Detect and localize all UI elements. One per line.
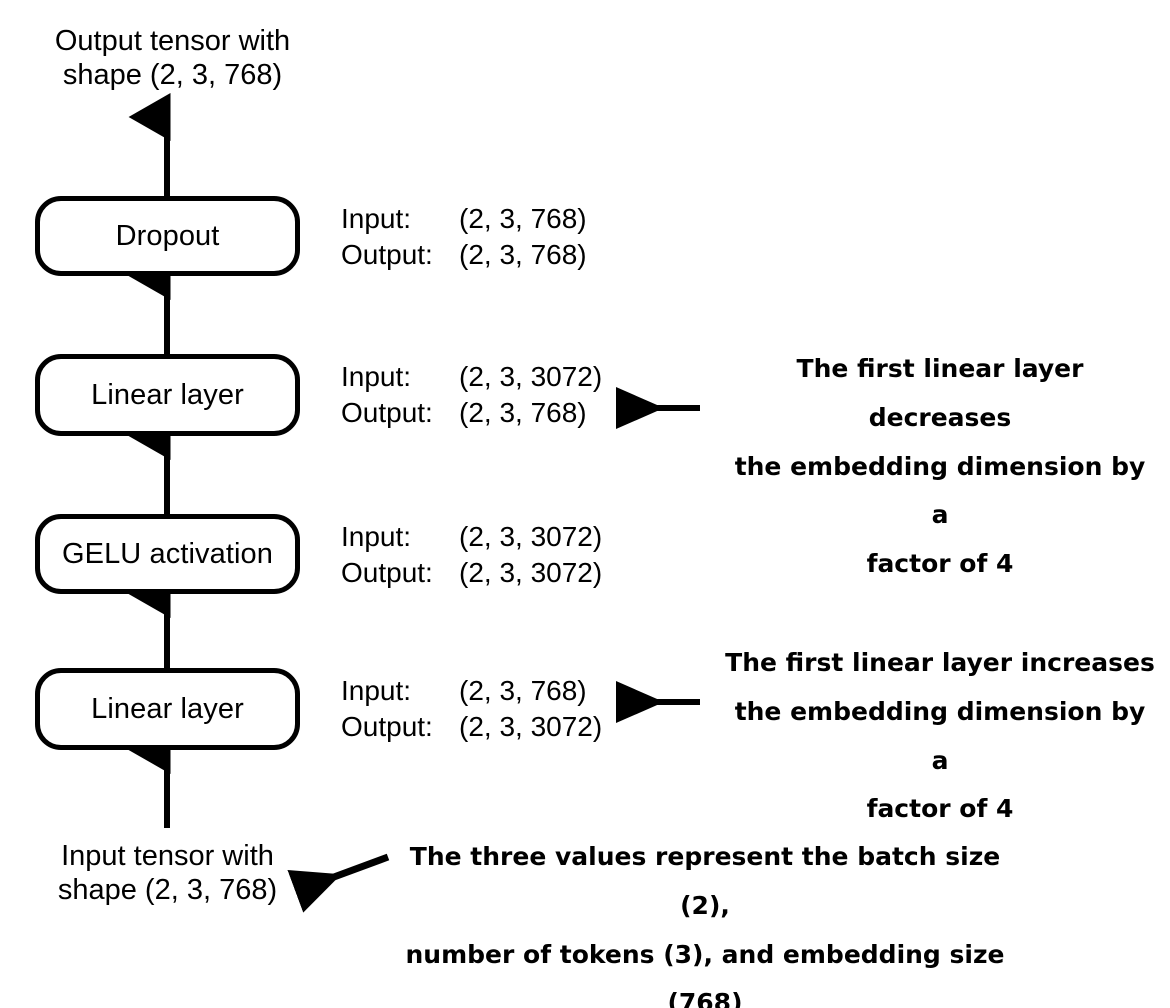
io-shapes-gelu-activation: Input: (2, 3, 3072) Output: (2, 3, 3072)	[341, 519, 602, 591]
io-shapes-linear-layer-top: Input: (2, 3, 3072) Output: (2, 3, 768)	[341, 359, 602, 431]
io-row-output: Output: (2, 3, 3072)	[341, 555, 602, 591]
input-tensor-label: Input tensor with shape (2, 3, 768)	[57, 840, 278, 906]
io-output-value: (2, 3, 3072)	[459, 556, 603, 588]
io-input-value: (2, 3, 3072)	[459, 521, 603, 552]
io-output-value: (2, 3, 768)	[459, 396, 587, 428]
io-input-value: (2, 3, 768)	[459, 203, 587, 234]
io-row-output: Output: (2, 3, 768)	[341, 237, 587, 273]
io-output-value: (2, 3, 3072)	[459, 710, 603, 742]
io-output-key: Output:	[341, 556, 433, 588]
output-tensor-label: Output tensor with shape (2, 3, 768)	[54, 25, 291, 91]
node-dropout-label: Dropout	[115, 219, 220, 252]
callout-increase-embedding: The first linear layer increases the emb…	[725, 648, 1155, 824]
io-row-output: Output: (2, 3, 768)	[341, 395, 602, 431]
io-row-output: Output: (2, 3, 3072)	[341, 709, 602, 745]
io-output-key: Output:	[341, 396, 433, 428]
io-row-input: Input: (2, 3, 3072)	[341, 359, 602, 395]
io-output-key: Output:	[341, 238, 433, 270]
node-linear-layer-bottom-label: Linear layer	[91, 692, 244, 725]
node-linear-layer-top-label: Linear layer	[91, 378, 244, 411]
node-linear-layer-top[interactable]: Linear layer	[35, 354, 300, 436]
io-input-key: Input:	[341, 361, 412, 392]
io-input-value: (2, 3, 3072)	[459, 361, 603, 392]
node-gelu-activation-label: GELU activation	[61, 537, 274, 570]
io-shapes-linear-layer-bottom: Input: (2, 3, 768) Output: (2, 3, 3072)	[341, 673, 602, 745]
callout-three-values: The three values represent the batch siz…	[405, 842, 1005, 1008]
arrow-callout-three-values	[287, 853, 390, 913]
callout-decrease-embedding: The first linear layer decreases the emb…	[734, 354, 1146, 578]
io-input-key: Input:	[341, 675, 412, 706]
node-dropout[interactable]: Dropout	[35, 196, 300, 276]
io-input-key: Input:	[341, 521, 412, 552]
io-input-key: Input:	[341, 203, 412, 234]
io-row-input: Input: (2, 3, 768)	[341, 673, 602, 709]
node-linear-layer-bottom[interactable]: Linear layer	[35, 668, 300, 750]
io-row-input: Input: (2, 3, 3072)	[341, 519, 602, 555]
io-input-value: (2, 3, 768)	[459, 675, 587, 706]
io-shapes-dropout: Input: (2, 3, 768) Output: (2, 3, 768)	[341, 201, 587, 273]
io-output-value: (2, 3, 768)	[459, 238, 587, 270]
io-row-input: Input: (2, 3, 768)	[341, 201, 587, 237]
node-gelu-activation[interactable]: GELU activation	[35, 514, 300, 594]
io-output-key: Output:	[341, 710, 433, 742]
